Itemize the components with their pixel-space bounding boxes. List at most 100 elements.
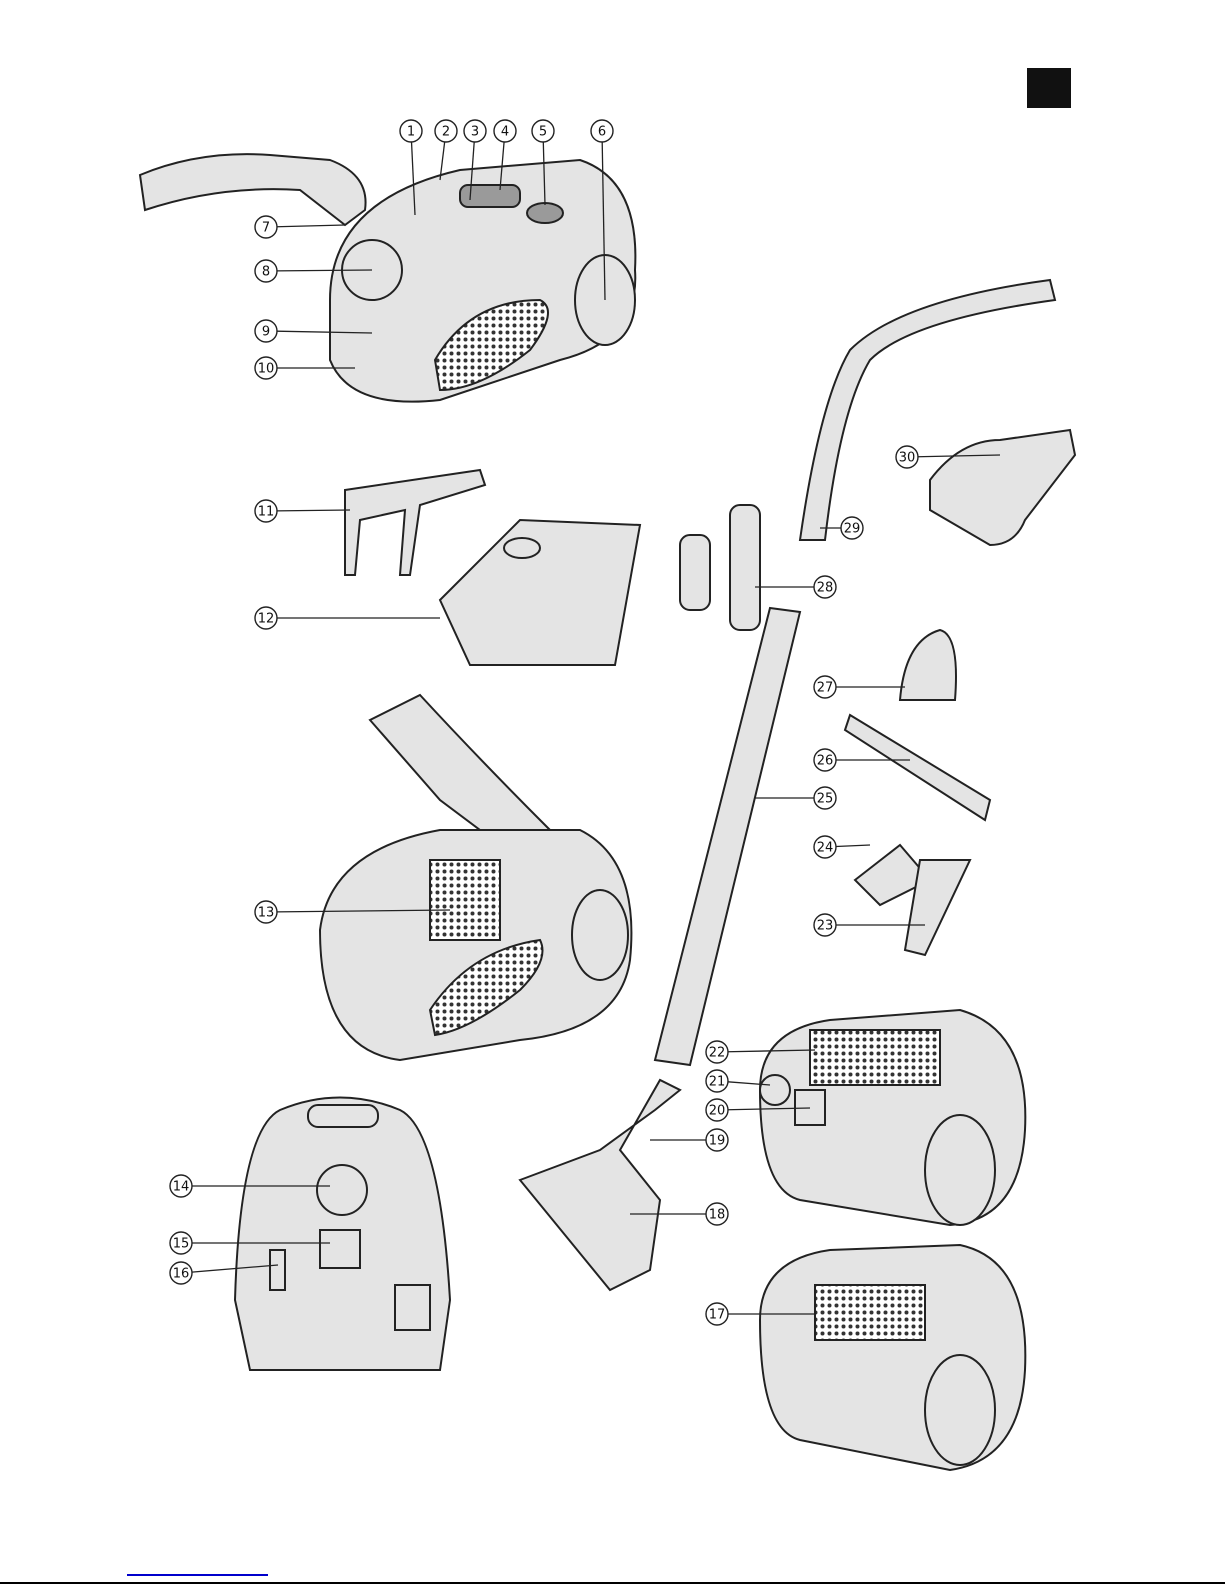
callout-circle — [493, 119, 517, 143]
callout-18: 18 — [630, 1202, 729, 1226]
callout-29: 29 — [820, 516, 864, 540]
storage-clip — [269, 1249, 286, 1291]
callout-number: 29 — [844, 522, 861, 537]
callout-5: 5 — [531, 119, 555, 206]
leader-line — [276, 269, 373, 272]
callout-26: 26 — [813, 748, 910, 772]
callout-circle — [840, 516, 864, 540]
exhaust-grille — [433, 298, 549, 392]
callout-circle — [531, 119, 555, 143]
leader-line — [276, 509, 351, 512]
cord-socket — [759, 1074, 791, 1106]
callout-circle — [169, 1174, 193, 1198]
appliance-top-view — [138, 153, 637, 403]
leader-line — [439, 141, 446, 181]
callout-27: 27 — [813, 675, 905, 699]
link-underline[interactable] — [127, 1574, 268, 1576]
leader-line — [917, 454, 1001, 458]
callout-number: 4 — [501, 125, 509, 140]
callout-number: 13 — [258, 906, 275, 921]
leader-line — [499, 141, 505, 191]
leader-line — [276, 224, 346, 228]
callout-number: 15 — [173, 1237, 190, 1252]
callout-circle — [705, 1098, 729, 1122]
callout-number: 9 — [262, 325, 270, 340]
motor-protection-filter — [429, 859, 501, 941]
leader-line — [469, 141, 475, 201]
leader-line — [542, 141, 546, 206]
hose-with-connector — [138, 153, 367, 227]
callout-circle — [705, 1069, 729, 1093]
filter-clip — [794, 1089, 826, 1126]
type-plate — [319, 1229, 361, 1269]
callout-16: 16 — [169, 1261, 279, 1285]
telescopic-tube — [653, 606, 802, 1067]
callout-21: 21 — [705, 1069, 771, 1093]
appliance-rear-view — [233, 1096, 452, 1371]
cord-reel — [316, 1164, 368, 1216]
exhaust-filter — [814, 1284, 926, 1341]
callout-circle — [254, 499, 278, 523]
callout-30: 30 — [895, 445, 1001, 469]
callout-number: 16 — [173, 1267, 190, 1282]
callout-number: 26 — [817, 754, 834, 769]
floor-nozzle — [518, 1078, 682, 1292]
callout-number: 8 — [262, 265, 270, 280]
callout-circle — [254, 215, 278, 239]
leader-line — [276, 909, 451, 913]
leader-line — [410, 141, 416, 216]
bag-holder-and-bag — [344, 468, 642, 666]
callout-number: 20 — [709, 1104, 726, 1119]
callout-circle — [705, 1040, 729, 1064]
appliance-open-view — [318, 693, 633, 1062]
callout-10: 10 — [254, 356, 355, 380]
callout-circle — [813, 786, 837, 810]
callout-number: 23 — [817, 919, 834, 934]
callout-24: 24 — [813, 835, 871, 859]
callout-20: 20 — [705, 1098, 811, 1122]
callout-23: 23 — [813, 913, 925, 937]
callout-19: 19 — [650, 1128, 729, 1152]
callout-circle — [169, 1231, 193, 1255]
callout-number: 5 — [539, 125, 547, 140]
callout-circle — [254, 259, 278, 283]
callout-circle — [463, 119, 487, 143]
bag-holder — [344, 468, 487, 576]
leader-line — [601, 141, 606, 301]
callout-17: 17 — [705, 1302, 815, 1326]
callout-number: 10 — [258, 362, 275, 377]
leader-line — [191, 1264, 279, 1273]
callout-number: 27 — [817, 681, 834, 696]
callout-number: 17 — [709, 1308, 726, 1323]
callout-number: 7 — [262, 221, 270, 236]
callout-number: 6 — [598, 125, 606, 140]
callout-circle — [590, 119, 614, 143]
callout-circle — [254, 356, 278, 380]
callout-13: 13 — [254, 900, 451, 924]
callout-circle — [254, 319, 278, 343]
leader-line — [727, 1049, 816, 1053]
callout-circle — [254, 606, 278, 630]
callout-circle — [813, 835, 837, 859]
callout-number: 25 — [817, 792, 834, 807]
callout-12: 12 — [254, 606, 440, 630]
page-bottom-rule — [0, 1582, 1225, 1584]
leader-line — [727, 1107, 811, 1111]
callout-number: 30 — [899, 451, 916, 466]
dust-bag — [438, 518, 642, 666]
nozzle-adapter — [898, 628, 957, 701]
callout-4: 4 — [493, 119, 517, 191]
callout-number: 24 — [817, 841, 834, 856]
turbo-brush — [929, 428, 1077, 547]
crevice-tool — [903, 859, 972, 957]
language-tab-marker — [1027, 68, 1071, 108]
exhaust-filter-grille — [809, 1029, 941, 1086]
callout-number: 28 — [817, 581, 834, 596]
leader-line — [276, 330, 373, 334]
callout-28: 28 — [755, 575, 837, 599]
callout-circle — [169, 1261, 193, 1285]
callout-25: 25 — [755, 786, 837, 810]
callout-9: 9 — [254, 319, 373, 343]
